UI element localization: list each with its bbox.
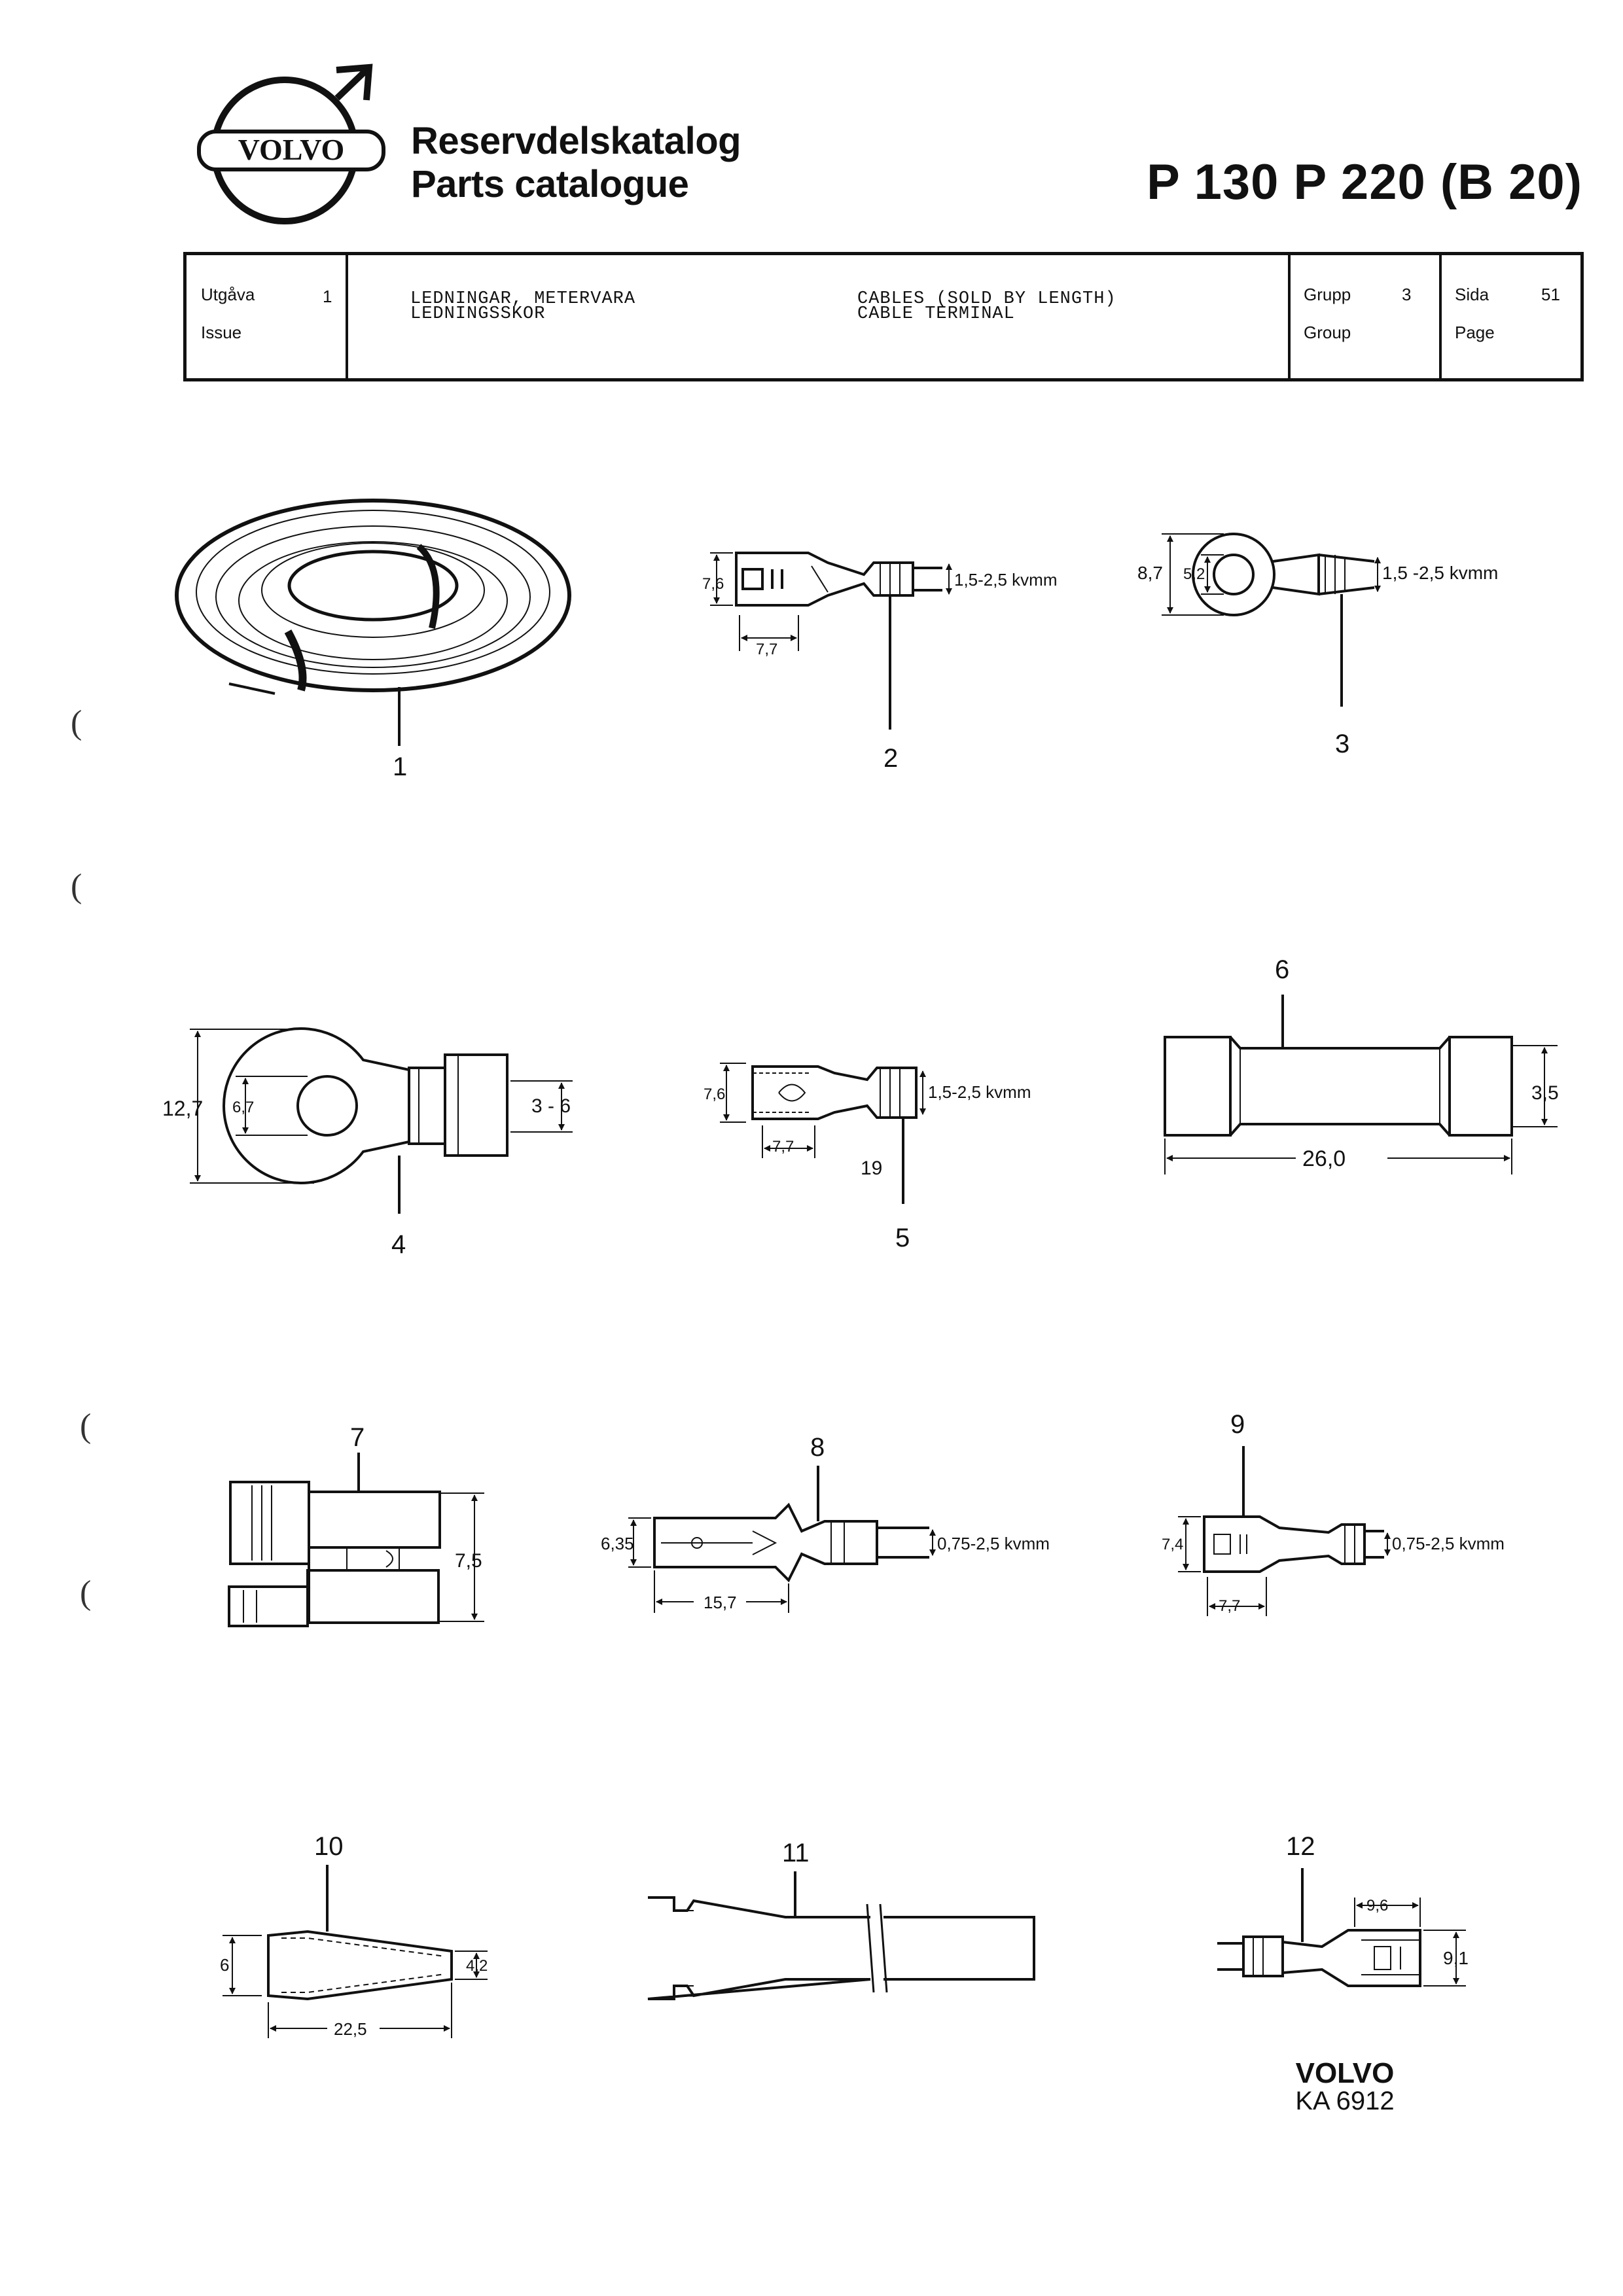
item-number-9: 9 <box>1230 1410 1245 1439</box>
item-9-cable-size: 0,75-2,5 kvmm <box>1392 1534 1505 1553</box>
title-swedish: Reservdelskatalog <box>411 120 741 162</box>
margin-mark: ( <box>71 704 82 741</box>
item-9-height: 7,4 <box>1162 1536 1183 1553</box>
item-5-cable-size: 1,5-2,5 kvmm <box>928 1082 1031 1102</box>
item-8-pin-terminal: 6,35 15,7 0,75-2,5 kvmm 8 <box>601 1433 1050 1613</box>
item-10-diameter-large: 6 <box>220 1955 229 1975</box>
stamp-brand: VOLVO <box>1295 2057 1395 2089</box>
item-5-width: 7,7 <box>772 1138 794 1156</box>
item-number-8: 8 <box>810 1433 825 1462</box>
page-cell: Sida Page 51 <box>1442 255 1580 378</box>
item-2-height: 7,6 <box>702 575 724 593</box>
page-value: 51 <box>1541 285 1560 304</box>
item-9-flat-terminal: 7,4 7,7 0,75-2,5 kvmm 9 <box>1162 1410 1505 1616</box>
group-value: 3 <box>1402 285 1412 304</box>
item-6-height: 3,5 <box>1531 1082 1559 1104</box>
item-number-1: 1 <box>393 752 407 781</box>
item-7-wire-clamp: 7,5 7 <box>228 1423 484 1627</box>
item-number-2: 2 <box>883 744 898 773</box>
margin-mark: ( <box>71 868 82 905</box>
item-number-5: 5 <box>895 1224 910 1252</box>
item-5-reference: 19 <box>861 1157 882 1179</box>
model-designation: P 130 P 220 (B 20) <box>1147 154 1582 210</box>
issue-label-sv: Utgåva <box>201 285 255 304</box>
issue-label-en: Issue <box>201 323 242 342</box>
item-10-insulating-sleeve: 6 4,2 22,5 10 <box>220 1832 488 2039</box>
item-3-hole: 5,2 <box>1183 565 1205 583</box>
description-sv-line2: LEDNINGSSKOR <box>410 304 546 324</box>
description-en-line1: CABLES (SOLD BY LENGTH) <box>857 289 1116 309</box>
catalogue-info-box: Utgåva Issue 1 LEDNINGAR, METERVARA LEDN… <box>183 252 1584 381</box>
item-4-height: 12,7 <box>162 1097 203 1120</box>
description-sv-line1: LEDNINGAR, METERVARA <box>410 289 636 309</box>
item-12-flag-terminal: 9,6 9,1 12 <box>1217 1832 1469 1987</box>
description-en-line2: CABLE TERMINAL <box>857 304 1015 324</box>
item-12-width: 9,6 <box>1366 1897 1388 1915</box>
title-english: Parts catalogue <box>411 163 689 205</box>
group-label-en: Group <box>1304 323 1351 342</box>
description-cell: LEDNINGAR, METERVARA LEDNINGSSKOR CABLES… <box>348 255 1291 378</box>
item-4-cable-size: 3 - 6 <box>531 1095 571 1117</box>
item-10-length: 22,5 <box>334 2019 367 2039</box>
item-2-width: 7,7 <box>756 641 777 658</box>
item-number-3: 3 <box>1335 730 1349 758</box>
margin-mark: ( <box>80 1407 92 1445</box>
item-8-height: 6,35 <box>601 1534 634 1553</box>
item-8-cable-size: 0,75-2,5 kvmm <box>937 1534 1050 1553</box>
item-7-height: 7,5 <box>455 1550 482 1572</box>
item-number-11: 11 <box>782 1839 810 1867</box>
item-6-length: 26,0 <box>1302 1146 1346 1171</box>
group-label-sv: Grupp <box>1304 285 1351 304</box>
item-number-12: 12 <box>1286 1832 1315 1861</box>
issue-value: 1 <box>323 287 332 306</box>
item-9-width: 7,7 <box>1219 1597 1240 1615</box>
item-number-4: 4 <box>391 1230 406 1259</box>
page-label-en: Page <box>1455 323 1495 342</box>
item-3-ring-terminal: 8,7 5,2 1,5 -2,5 kvmm 3 <box>1137 533 1498 758</box>
margin-mark: ( <box>80 1574 92 1612</box>
item-6-butt-connector: 3,5 26,0 6 <box>1164 955 1559 1174</box>
item-2-cable-size: 1,5-2,5 kvmm <box>954 570 1058 590</box>
stamp-code: KA 6912 <box>1295 2087 1395 2115</box>
item-number-6: 6 <box>1275 955 1289 984</box>
group-cell: Grupp Group 3 <box>1291 255 1442 378</box>
item-number-10: 10 <box>314 1832 344 1861</box>
item-12-height: 9,1 <box>1443 1948 1469 1968</box>
issue-cell: Utgåva Issue 1 <box>187 255 348 378</box>
item-5-height: 7,6 <box>704 1086 725 1103</box>
item-4-ring-terminal-large: 12,7 6,7 3 - 6 4 <box>162 1027 573 1259</box>
item-number-7: 7 <box>350 1423 365 1452</box>
volvo-logo: VOLVO <box>197 63 385 224</box>
item-5-female-terminal: 7,6 7,7 1,5-2,5 kvmm 19 5 <box>704 1063 1031 1252</box>
page-label-sv: Sida <box>1455 285 1489 304</box>
item-10-diameter-small: 4,2 <box>466 1957 488 1975</box>
item-3-height: 8,7 <box>1137 563 1163 583</box>
item-11-forked-cable: 11 <box>647 1839 1035 2000</box>
logo-brand-text: VOLVO <box>238 133 345 166</box>
item-1-cable-coil: 1 <box>175 499 571 781</box>
catalogue-stamp: VOLVO KA 6912 <box>1266 2057 1423 2115</box>
item-8-length: 15,7 <box>704 1593 737 1612</box>
catalogue-title: Reservdelskatalog Parts catalogue <box>411 120 741 206</box>
item-4-hole: 6,7 <box>232 1099 254 1116</box>
item-2-flat-terminal: 7,6 7,7 1,5-2,5 kvmm 2 <box>702 552 1058 773</box>
item-3-cable-size: 1,5 -2,5 kvmm <box>1382 563 1498 583</box>
